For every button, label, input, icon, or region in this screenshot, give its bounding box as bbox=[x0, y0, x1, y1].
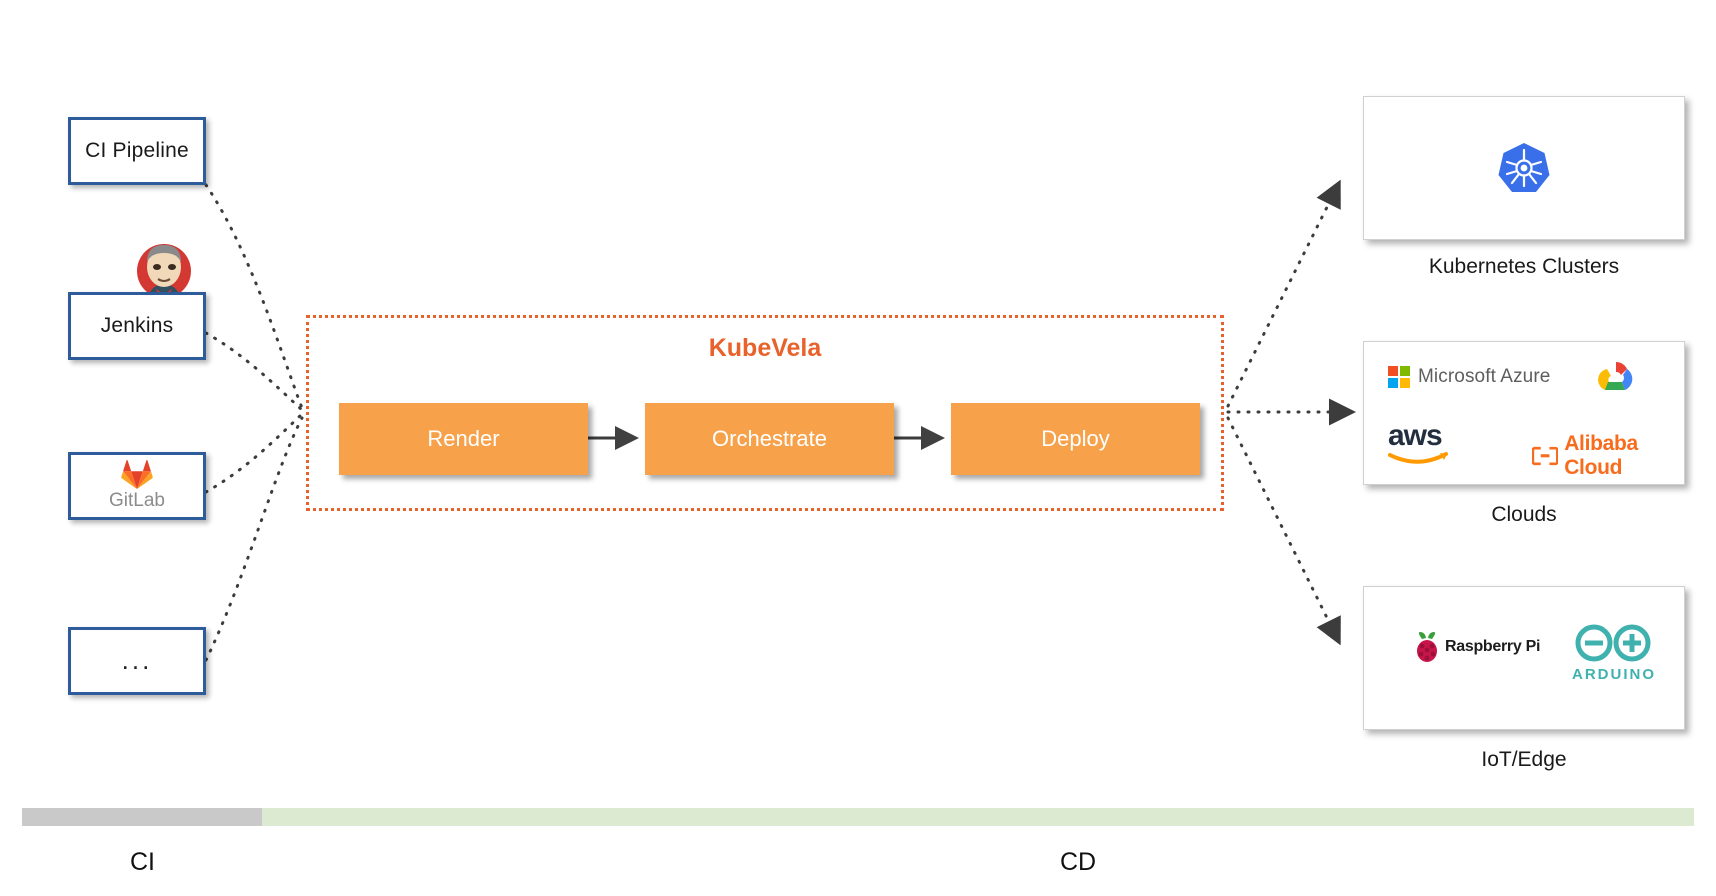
source-label-ellipsis: ... bbox=[121, 645, 153, 676]
ci-cd-progress-bar bbox=[22, 808, 1694, 826]
connector-ci-pipeline bbox=[204, 183, 304, 410]
target-caption-clouds: Clouds bbox=[1491, 503, 1557, 526]
kubevela-title: KubeVela bbox=[708, 334, 822, 362]
source-box-ellipsis[interactable]: ... bbox=[68, 627, 206, 695]
ci-bar-label: CI bbox=[130, 848, 155, 876]
logo-arduino: ARDUINO bbox=[1572, 623, 1654, 683]
logo-text-raspberry-pi: Raspberry Pi bbox=[1445, 638, 1541, 655]
target-box-kubernetes-clusters[interactable] bbox=[1363, 96, 1685, 240]
cd-bar-segment bbox=[262, 808, 1694, 826]
kubernetes-helm-icon bbox=[1498, 143, 1550, 192]
connector-to-iot bbox=[1226, 416, 1341, 646]
source-box-jenkins[interactable]: Jenkins bbox=[68, 292, 206, 360]
connector-gitlab bbox=[204, 412, 304, 494]
logo-raspberry-pi: Raspberry Pi bbox=[1412, 631, 1540, 663]
stage-label-orchestrate: Orchestrate bbox=[712, 426, 827, 451]
microsoft-azure-icon bbox=[1388, 366, 1410, 388]
stage-label-render: Render bbox=[427, 426, 500, 451]
connector-jenkins bbox=[204, 331, 304, 412]
logo-text-microsoft-azure: Microsoft Azure bbox=[1418, 366, 1551, 387]
ci-bar-segment bbox=[22, 808, 262, 826]
logo-text-alibaba-cloud: Alibaba Cloud bbox=[1564, 432, 1638, 479]
logo-alibaba-cloud: Alibaba Cloud bbox=[1532, 432, 1684, 480]
google-cloud-icon bbox=[1598, 361, 1633, 390]
target-box-clouds[interactable]: Microsoft Azure aws Alibaba Clou bbox=[1363, 341, 1685, 485]
cd-bar-label: CD bbox=[1060, 848, 1097, 876]
connector-to-kubernetes bbox=[1226, 179, 1341, 408]
arduino-infinity-icon bbox=[1575, 624, 1651, 662]
target-caption-kubernetes-clusters: Kubernetes Clusters bbox=[1428, 255, 1620, 278]
target-box-iot-edge[interactable]: Raspberry Pi ARDUINO bbox=[1363, 586, 1685, 730]
stage-box-render[interactable]: Render bbox=[339, 403, 588, 475]
source-box-ci-pipeline[interactable]: CI Pipeline bbox=[68, 117, 206, 185]
stage-label-deploy: Deploy bbox=[1041, 426, 1110, 451]
raspberry-pi-icon bbox=[1417, 632, 1437, 662]
source-label-jenkins: Jenkins bbox=[100, 314, 174, 337]
kubevela-container: KubeVela Render Orchestrate Deploy bbox=[306, 315, 1224, 511]
logo-text-arduino: ARDUINO bbox=[1572, 666, 1656, 683]
logo-microsoft-azure: Microsoft Azure bbox=[1388, 366, 1550, 388]
stage-box-deploy[interactable]: Deploy bbox=[951, 403, 1200, 475]
logo-text-aws: aws bbox=[1388, 419, 1443, 452]
stage-box-orchestrate[interactable]: Orchestrate bbox=[645, 403, 894, 475]
alibaba-cloud-icon bbox=[1532, 446, 1559, 466]
source-label-ci-pipeline: CI Pipeline bbox=[85, 139, 189, 162]
source-label-gitlab: GitLab bbox=[109, 490, 165, 511]
aws-smile-icon bbox=[1388, 452, 1448, 464]
logo-aws: aws bbox=[1388, 419, 1450, 467]
source-box-gitlab[interactable]: GitLab bbox=[68, 452, 206, 520]
target-caption-iot-edge: IoT/Edge bbox=[1481, 748, 1567, 771]
connector-ellipsis bbox=[204, 416, 304, 662]
gitlab-fox-icon bbox=[121, 460, 153, 490]
